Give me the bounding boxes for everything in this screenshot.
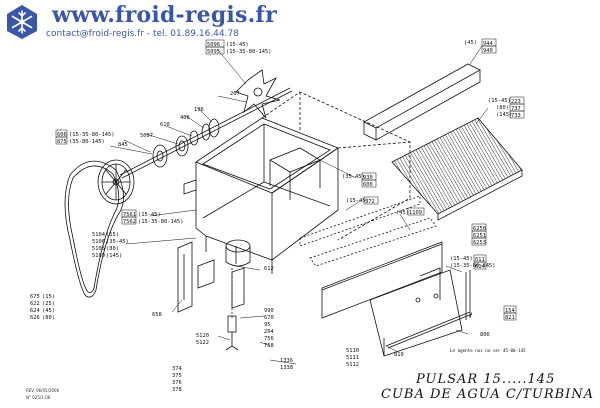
callout-1109: 1109 <box>409 210 422 216</box>
callout-5111: 5111 <box>346 355 359 361</box>
callout-374: 374 <box>172 366 182 372</box>
svg-text:(15-45): (15-45) <box>346 198 369 204</box>
svg-text:(15-35-80-145): (15-35-80-145) <box>69 132 114 138</box>
callout-626: 626 <box>30 315 40 321</box>
callout-223: 223 <box>511 99 521 105</box>
lower-left-parts <box>177 241 245 351</box>
top-grille <box>391 117 523 221</box>
drive-belt <box>64 160 124 298</box>
callout-5104: 5104 <box>92 232 105 238</box>
svg-text:(145): (145) <box>106 253 122 259</box>
callout-5110: 5110 <box>346 348 359 354</box>
svg-text:(80): (80) <box>496 105 509 111</box>
svg-text:(45): (45) <box>464 40 477 46</box>
callout-810: 810 <box>394 352 404 358</box>
callout-6253: 6253 <box>473 240 486 246</box>
drawing-note: Le agente nos no ser 45-80-145 <box>450 348 526 353</box>
callout-5096: 5096 <box>207 42 220 48</box>
callout-5122: 5122 <box>196 340 209 346</box>
callout-612: 612 <box>264 266 274 272</box>
callout-1336: 1336 <box>280 358 293 364</box>
callout-1338: 1338 <box>280 365 293 371</box>
callout-737: 737 <box>511 106 521 112</box>
water-tub <box>183 117 339 274</box>
snowflake-logo-icon <box>7 5 37 39</box>
callout-5109: 5109 <box>92 253 105 259</box>
callout-7561: 7561 <box>123 212 136 218</box>
svg-text:(35-45): (35-45) <box>342 174 365 180</box>
callout-6250: 6250 <box>473 226 486 232</box>
callout-204: 204 <box>264 329 274 335</box>
callout-5105: 5105 <box>92 246 105 252</box>
callout-614: 614 <box>475 264 485 270</box>
callout-6251: 6251 <box>473 233 486 239</box>
callout-944: 944 <box>483 41 493 47</box>
callout-196: 196 <box>194 107 204 113</box>
callout-5120: 5120 <box>196 333 209 339</box>
turbine-shaft-assembly <box>97 69 293 205</box>
svg-text:(15): (15) <box>106 232 119 238</box>
callout-95: 95 <box>264 322 271 328</box>
callout-376: 376 <box>172 380 182 386</box>
site-url[interactable]: www.froid-regis.fr <box>52 2 277 28</box>
callout-5095: 5095 <box>207 49 220 55</box>
callout-7562: 7562 <box>123 219 136 225</box>
callout-611: 611 <box>475 257 485 263</box>
callout-806: 806 <box>480 332 490 338</box>
top-channel <box>363 63 481 141</box>
svg-text:(80): (80) <box>42 315 55 321</box>
callout-572: 572 <box>365 199 375 205</box>
callout-600: 600 <box>363 182 373 188</box>
callout-267: 267 <box>230 91 240 97</box>
callout-624: 624 <box>30 308 40 314</box>
callout-375: 375 <box>172 373 182 379</box>
callout-labels: 5096 (15-45) 5095 (15-35-80-145) 267 196… <box>30 38 526 393</box>
callout-610: 610 <box>160 122 170 128</box>
svg-text:(15-45): (15-45) <box>226 42 249 48</box>
callout-675: 675 <box>30 294 40 300</box>
callout-845: 845 <box>118 142 128 148</box>
svg-text:(45): (45) <box>42 308 55 314</box>
svg-text:(25): (25) <box>42 301 55 307</box>
callout-5112: 5112 <box>346 362 359 368</box>
callout-875: 875 <box>57 139 67 145</box>
callout-606: 606 <box>57 132 67 138</box>
callout-406: 406 <box>180 115 190 121</box>
svg-text:(15-45): (15-45) <box>450 256 473 262</box>
callout-758: 758 <box>264 343 274 349</box>
svg-text:(15-35-80-145): (15-35-80-145) <box>226 49 271 55</box>
revision-line: REV. 06/05/2006 <box>26 388 60 393</box>
callout-821: 821 <box>505 315 515 321</box>
callout-378: 378 <box>172 387 182 393</box>
svg-text:(145): (145) <box>496 112 512 118</box>
rear-guard-outline <box>261 91 411 241</box>
callout-990: 990 <box>264 308 274 314</box>
callout-5106: 5106 <box>92 239 105 245</box>
svg-text:(45): (45) <box>396 210 409 216</box>
svg-text:(15-45): (15-45) <box>488 98 511 104</box>
drawing-title-model: PULSAR 15.....145 <box>416 372 556 387</box>
svg-text:(15-35-80-145): (15-35-80-145) <box>138 219 183 225</box>
front-panels <box>299 195 473 357</box>
callout-622: 622 <box>30 301 40 307</box>
callout-670: 670 <box>264 315 274 321</box>
callout-658: 658 <box>152 312 162 318</box>
callout-930: 930 <box>363 175 373 181</box>
callout-756: 756 <box>264 336 274 342</box>
svg-text:(15-35-80-145): (15-35-80-145) <box>450 263 495 269</box>
contact-line: contact@froid-regis.fr - tel. 01.89.16.4… <box>46 29 239 39</box>
callout-5097: 5097 <box>140 133 153 139</box>
callout-940: 940 <box>483 48 493 54</box>
callout-154: 154 <box>505 308 515 314</box>
svg-text:(35-45): (35-45) <box>106 239 129 245</box>
drawing-number-line: N° 025/1-06 <box>26 395 51 400</box>
callout-733: 733 <box>511 113 521 119</box>
svg-text:(15): (15) <box>42 294 55 300</box>
drawing-title-part: CUBA DE AGUA C/TURBINA <box>381 387 595 402</box>
svg-text:(80): (80) <box>106 246 119 252</box>
svg-text:(15-45): (15-45) <box>138 212 161 218</box>
svg-text:(35-80-145): (35-80-145) <box>69 139 105 145</box>
